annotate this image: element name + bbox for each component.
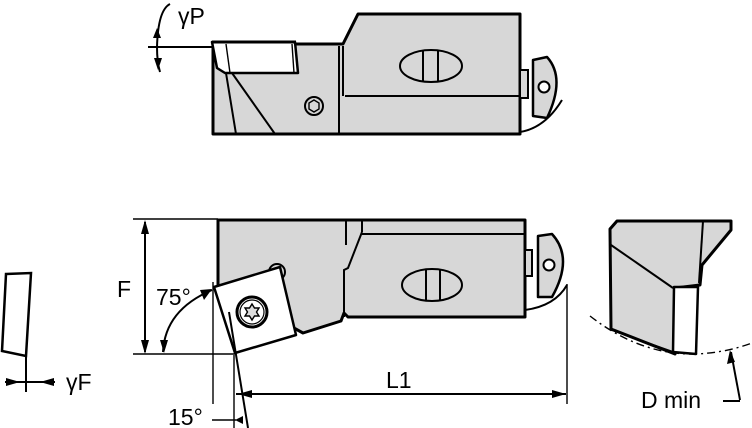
rake-angle-p-indicator xyxy=(148,3,214,73)
label-insert-angle: 15° xyxy=(168,404,203,428)
square-insert xyxy=(212,265,298,355)
end-view xyxy=(589,219,752,402)
hex-screw-icon xyxy=(304,96,324,116)
label-length-l1: L1 xyxy=(386,367,412,393)
label-lead-angle: 75° xyxy=(156,284,191,310)
dimension-f xyxy=(133,218,236,355)
label-min-diameter: D min xyxy=(641,387,701,413)
top-view: F 75° L1 15° xyxy=(117,218,568,428)
torx-icon xyxy=(243,302,261,322)
lead-angle-indicator xyxy=(160,289,213,353)
side-view: γP xyxy=(148,3,563,136)
insert-section xyxy=(0,271,55,392)
label-rake-angle-f: γF xyxy=(66,369,92,395)
slot-icon xyxy=(399,49,463,83)
clamp-knob-icon xyxy=(524,232,568,311)
clamp-knob-icon xyxy=(519,55,563,133)
dimension-l1 xyxy=(236,284,568,404)
insert-angle-indicator xyxy=(212,416,243,424)
slot-icon xyxy=(401,268,463,302)
min-diameter-indicator xyxy=(723,350,741,402)
label-height-f: F xyxy=(117,276,131,302)
label-rake-angle-p: γP xyxy=(178,3,205,29)
